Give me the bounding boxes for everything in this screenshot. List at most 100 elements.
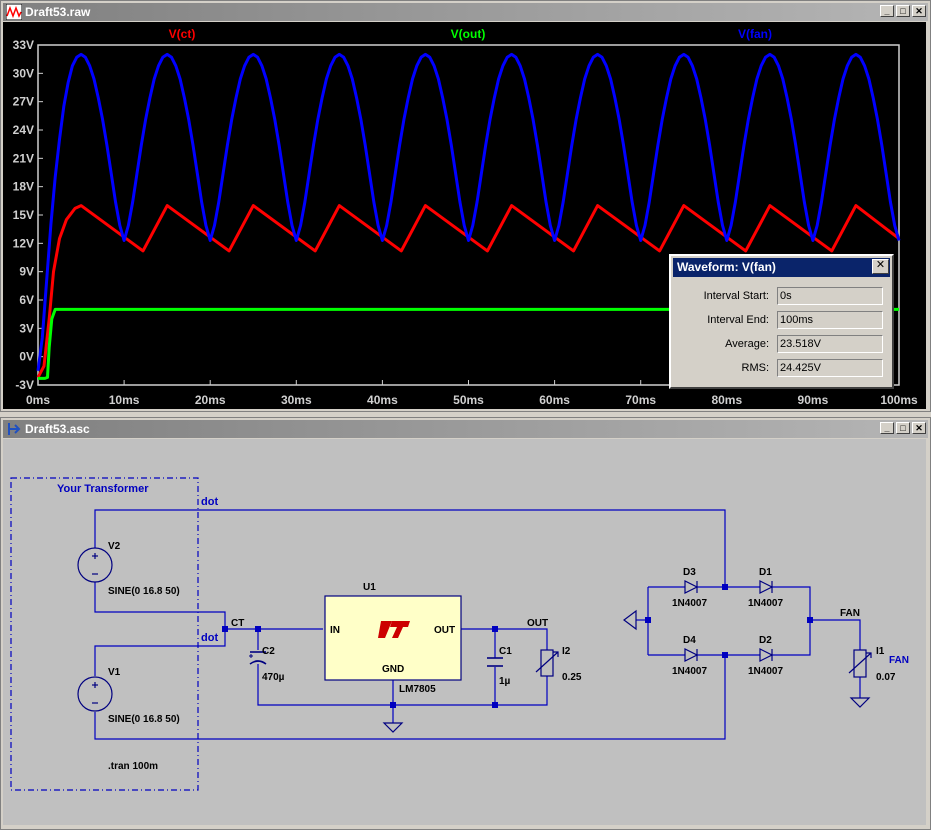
transformer-box bbox=[10, 477, 199, 791]
interval-end-label: Interval End: bbox=[707, 314, 769, 326]
schematic-titlebar[interactable]: Draft53.asc _ □ ✕ bbox=[3, 420, 928, 438]
d2-name: D2 bbox=[759, 635, 772, 646]
voltage-source-v1[interactable] bbox=[77, 676, 113, 712]
x-tick-label: 10ms bbox=[109, 393, 140, 407]
dot-label-top: dot bbox=[201, 496, 218, 508]
y-tick-label: 30V bbox=[13, 66, 34, 80]
maximize-button[interactable]: □ bbox=[896, 5, 910, 17]
diode-d1[interactable] bbox=[759, 580, 774, 594]
close-button[interactable]: ✕ bbox=[912, 422, 926, 434]
average-field[interactable]: 23.518V bbox=[777, 335, 883, 353]
v2-value: SINE(0 16.8 50) bbox=[108, 586, 180, 597]
x-tick-label: 30ms bbox=[281, 393, 312, 407]
schematic-canvas[interactable]: Your Transformer dot dot V2 SINE(0 16.8 … bbox=[3, 439, 926, 825]
diode-d2[interactable] bbox=[759, 648, 774, 662]
dot-label-mid: dot bbox=[201, 632, 218, 644]
d1-part: 1N4007 bbox=[748, 598, 783, 609]
ct-net-label: CT bbox=[231, 618, 244, 629]
close-button[interactable]: ✕ bbox=[912, 5, 926, 17]
y-tick-label: 24V bbox=[13, 123, 34, 137]
y-tick-label: 9V bbox=[19, 265, 34, 279]
y-tick-label: -3V bbox=[15, 378, 34, 392]
d1-name: D1 bbox=[759, 567, 772, 578]
u1-gnd-pin: GND bbox=[382, 664, 404, 675]
waveform-app-icon bbox=[6, 4, 22, 20]
transformer-label: Your Transformer bbox=[57, 483, 149, 495]
fan-comment-label: FAN bbox=[889, 655, 909, 666]
d4-name: D4 bbox=[683, 635, 696, 646]
schematic-diagram[interactable]: Your Transformer dot dot V2 SINE(0 16.8 … bbox=[3, 439, 926, 825]
x-tick-label: 80ms bbox=[711, 393, 742, 407]
i2-name: I2 bbox=[562, 646, 571, 657]
u1-part: LM7805 bbox=[399, 684, 436, 695]
fan-net-label: FAN bbox=[840, 608, 860, 619]
x-tick-label: 20ms bbox=[195, 393, 226, 407]
voltage-source-v2[interactable] bbox=[77, 547, 113, 583]
v2-name: V2 bbox=[108, 541, 121, 552]
y-tick-label: 0V bbox=[19, 350, 34, 364]
u1-in-pin: IN bbox=[330, 625, 340, 636]
u1-out-pin: OUT bbox=[434, 625, 455, 636]
interval-start-label: Interval Start: bbox=[703, 290, 769, 302]
trace-vout[interactable] bbox=[38, 307, 899, 380]
minimize-button[interactable]: _ bbox=[880, 5, 894, 17]
x-tick-label: 40ms bbox=[367, 393, 398, 407]
interval-start-field[interactable]: 0s bbox=[777, 287, 883, 305]
linear-tech-logo bbox=[378, 621, 410, 638]
wires bbox=[10, 477, 861, 791]
y-tick-label: 6V bbox=[19, 293, 34, 307]
waveform-measure-dialog: Waveform: V(fan) ✕ Interval Start: 0s In… bbox=[669, 254, 894, 389]
rms-label: RMS: bbox=[741, 362, 770, 374]
trace-vfan[interactable] bbox=[36, 52, 901, 371]
trace-label-vout[interactable]: V(out) bbox=[451, 27, 486, 41]
x-tick-label: 90ms bbox=[798, 393, 829, 407]
capacitor-c2[interactable] bbox=[249, 651, 267, 665]
waveform-window-title: Draft53.raw bbox=[25, 5, 91, 19]
ground-icon bbox=[623, 609, 637, 631]
minimize-button[interactable]: _ bbox=[880, 422, 894, 434]
d4-part: 1N4007 bbox=[672, 666, 707, 677]
c2-value: 470µ bbox=[262, 672, 285, 683]
v1-value: SINE(0 16.8 50) bbox=[108, 714, 180, 725]
schematic-window-title: Draft53.asc bbox=[25, 422, 90, 436]
v1-name: V1 bbox=[108, 667, 121, 678]
current-source-i2[interactable] bbox=[535, 649, 559, 677]
y-tick-label: 27V bbox=[13, 95, 34, 109]
waveform-titlebar[interactable]: Draft53.raw _ □ ✕ bbox=[3, 3, 928, 21]
x-tick-label: 60ms bbox=[539, 393, 570, 407]
x-tick-label: 0ms bbox=[26, 393, 50, 407]
out-net-label: OUT bbox=[527, 618, 548, 629]
trace-label-vfan[interactable]: V(fan) bbox=[738, 27, 772, 41]
tran-directive[interactable]: .tran 100m bbox=[108, 761, 158, 772]
y-tick-label: 3V bbox=[19, 321, 34, 335]
y-tick-label: 18V bbox=[13, 180, 34, 194]
interval-end-field[interactable]: 100ms bbox=[777, 311, 883, 329]
i2-value: 0.25 bbox=[562, 672, 582, 683]
dialog-title[interactable]: Waveform: V(fan) bbox=[673, 258, 890, 277]
y-tick-label: 33V bbox=[13, 38, 34, 52]
i1-value: 0.07 bbox=[876, 672, 896, 683]
schematic-app-icon bbox=[8, 423, 21, 435]
ground-icon bbox=[382, 722, 404, 733]
y-tick-label: 21V bbox=[13, 151, 34, 165]
i1-name: I1 bbox=[876, 646, 885, 657]
x-tick-label: 50ms bbox=[453, 393, 484, 407]
diode-d4[interactable] bbox=[684, 648, 699, 662]
capacitor-c1[interactable] bbox=[487, 657, 503, 667]
ground-icon bbox=[849, 697, 871, 708]
average-label: Average: bbox=[725, 338, 769, 350]
x-tick-label: 70ms bbox=[625, 393, 656, 407]
y-tick-label: 15V bbox=[13, 208, 34, 222]
trace-label-vct[interactable]: V(ct) bbox=[169, 27, 196, 41]
x-tick-label: 100ms bbox=[880, 393, 918, 407]
u1-name: U1 bbox=[363, 582, 376, 593]
c2-name: C2 bbox=[262, 646, 275, 657]
rms-field[interactable]: 24.425V bbox=[777, 359, 883, 377]
junction-dots bbox=[222, 584, 813, 708]
diode-d3[interactable] bbox=[684, 580, 699, 594]
dialog-close-button[interactable]: ✕ bbox=[872, 259, 889, 274]
c1-value: 1µ bbox=[499, 676, 511, 687]
current-source-i1[interactable] bbox=[848, 649, 872, 678]
maximize-button[interactable]: □ bbox=[896, 422, 910, 434]
